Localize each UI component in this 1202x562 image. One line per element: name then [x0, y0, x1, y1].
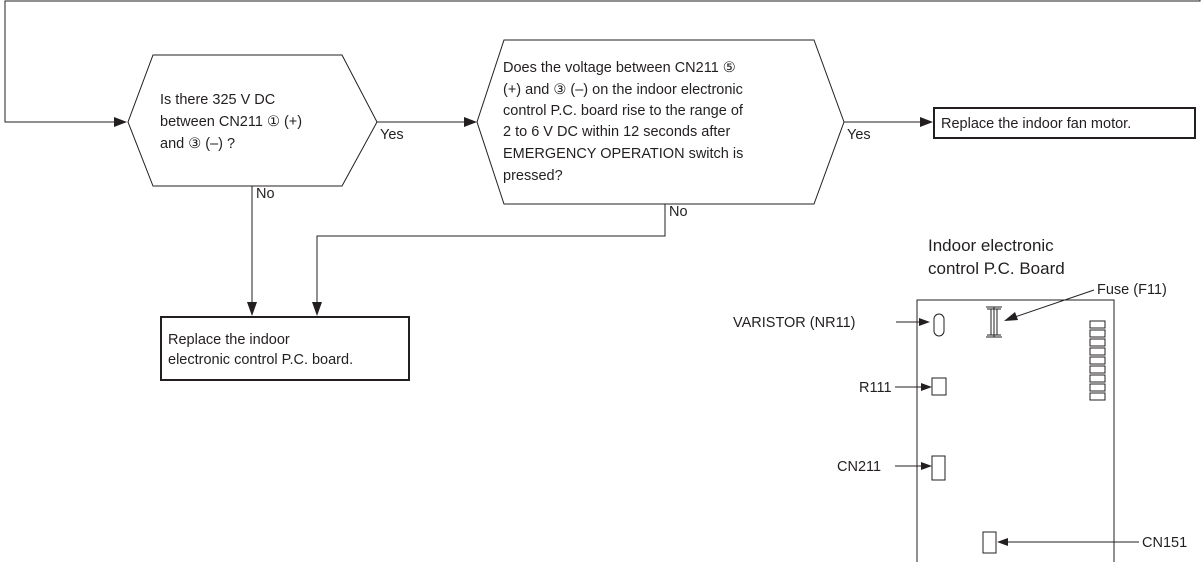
board-title-line-1: Indoor electronic	[928, 236, 1054, 255]
arrowhead	[921, 462, 932, 470]
r111-label: R111	[859, 380, 892, 396]
action-replace-board-line-2: electronic control P.C. board.	[168, 352, 353, 368]
decision-2-no-label: No	[669, 204, 688, 220]
connector-strip	[1089, 320, 1106, 401]
action-replace-board-box	[160, 316, 410, 381]
decision-1-no-label: No	[256, 186, 275, 202]
board-outline	[916, 299, 1115, 562]
decision-2-line-1: Does the voltage between CN211 ⑤	[503, 60, 736, 76]
arrowhead	[114, 117, 127, 127]
cn211-connector	[931, 455, 946, 481]
arrowhead	[247, 302, 257, 316]
fuse-label: Fuse (F11)	[1097, 282, 1167, 298]
decision-1-line-1: Is there 325 V DC	[160, 92, 275, 108]
arrowhead	[312, 302, 322, 316]
fuse-leader	[1011, 289, 1095, 319]
decision-2-yes-label: Yes	[847, 127, 871, 143]
arrowhead	[464, 117, 477, 127]
decision-2-line-2: (+) and ③ (–) on the indoor electronic	[503, 82, 743, 98]
decision-2-line-4: 2 to 6 V DC within 12 seconds after	[503, 124, 730, 140]
arrowhead	[920, 117, 933, 127]
cn151-connector	[982, 531, 997, 554]
board-title-line-2: control P.C. Board	[928, 259, 1065, 278]
decision-2-shape	[476, 39, 845, 205]
arrowhead	[921, 383, 932, 391]
decision-2-line-3: control P.C. board rise to the range of	[503, 103, 744, 119]
decision-2-line-6: pressed?	[503, 168, 563, 184]
decision-2-line-5: EMERGENCY OPERATION switch is	[503, 146, 743, 162]
action-replace-fan-motor-box	[933, 107, 1196, 139]
arrowhead	[997, 538, 1008, 546]
decision-1-yes-label: Yes	[380, 127, 404, 143]
decision-1-line-2: between CN211 ① (+)	[160, 114, 302, 130]
action-replace-board-line-1: Replace the indoor	[168, 332, 290, 348]
action-replace-fan-motor-text: Replace the indoor fan motor.	[941, 116, 1131, 132]
varistor-label: VARISTOR (NR11)	[733, 315, 855, 331]
loop-connector	[4, 0, 1201, 123]
r111-component	[931, 377, 947, 396]
arrowhead	[919, 318, 930, 326]
arrowhead	[1004, 312, 1018, 321]
decision-1-shape	[127, 54, 378, 187]
decision-1-line-3: and ③ (–) ?	[160, 136, 235, 152]
decision-2-no-connector	[316, 204, 666, 307]
varistor-component	[933, 313, 945, 337]
cn211-label: CN211	[837, 459, 881, 475]
cn151-label: CN151	[1142, 535, 1187, 551]
fuse-icon	[986, 306, 1002, 338]
